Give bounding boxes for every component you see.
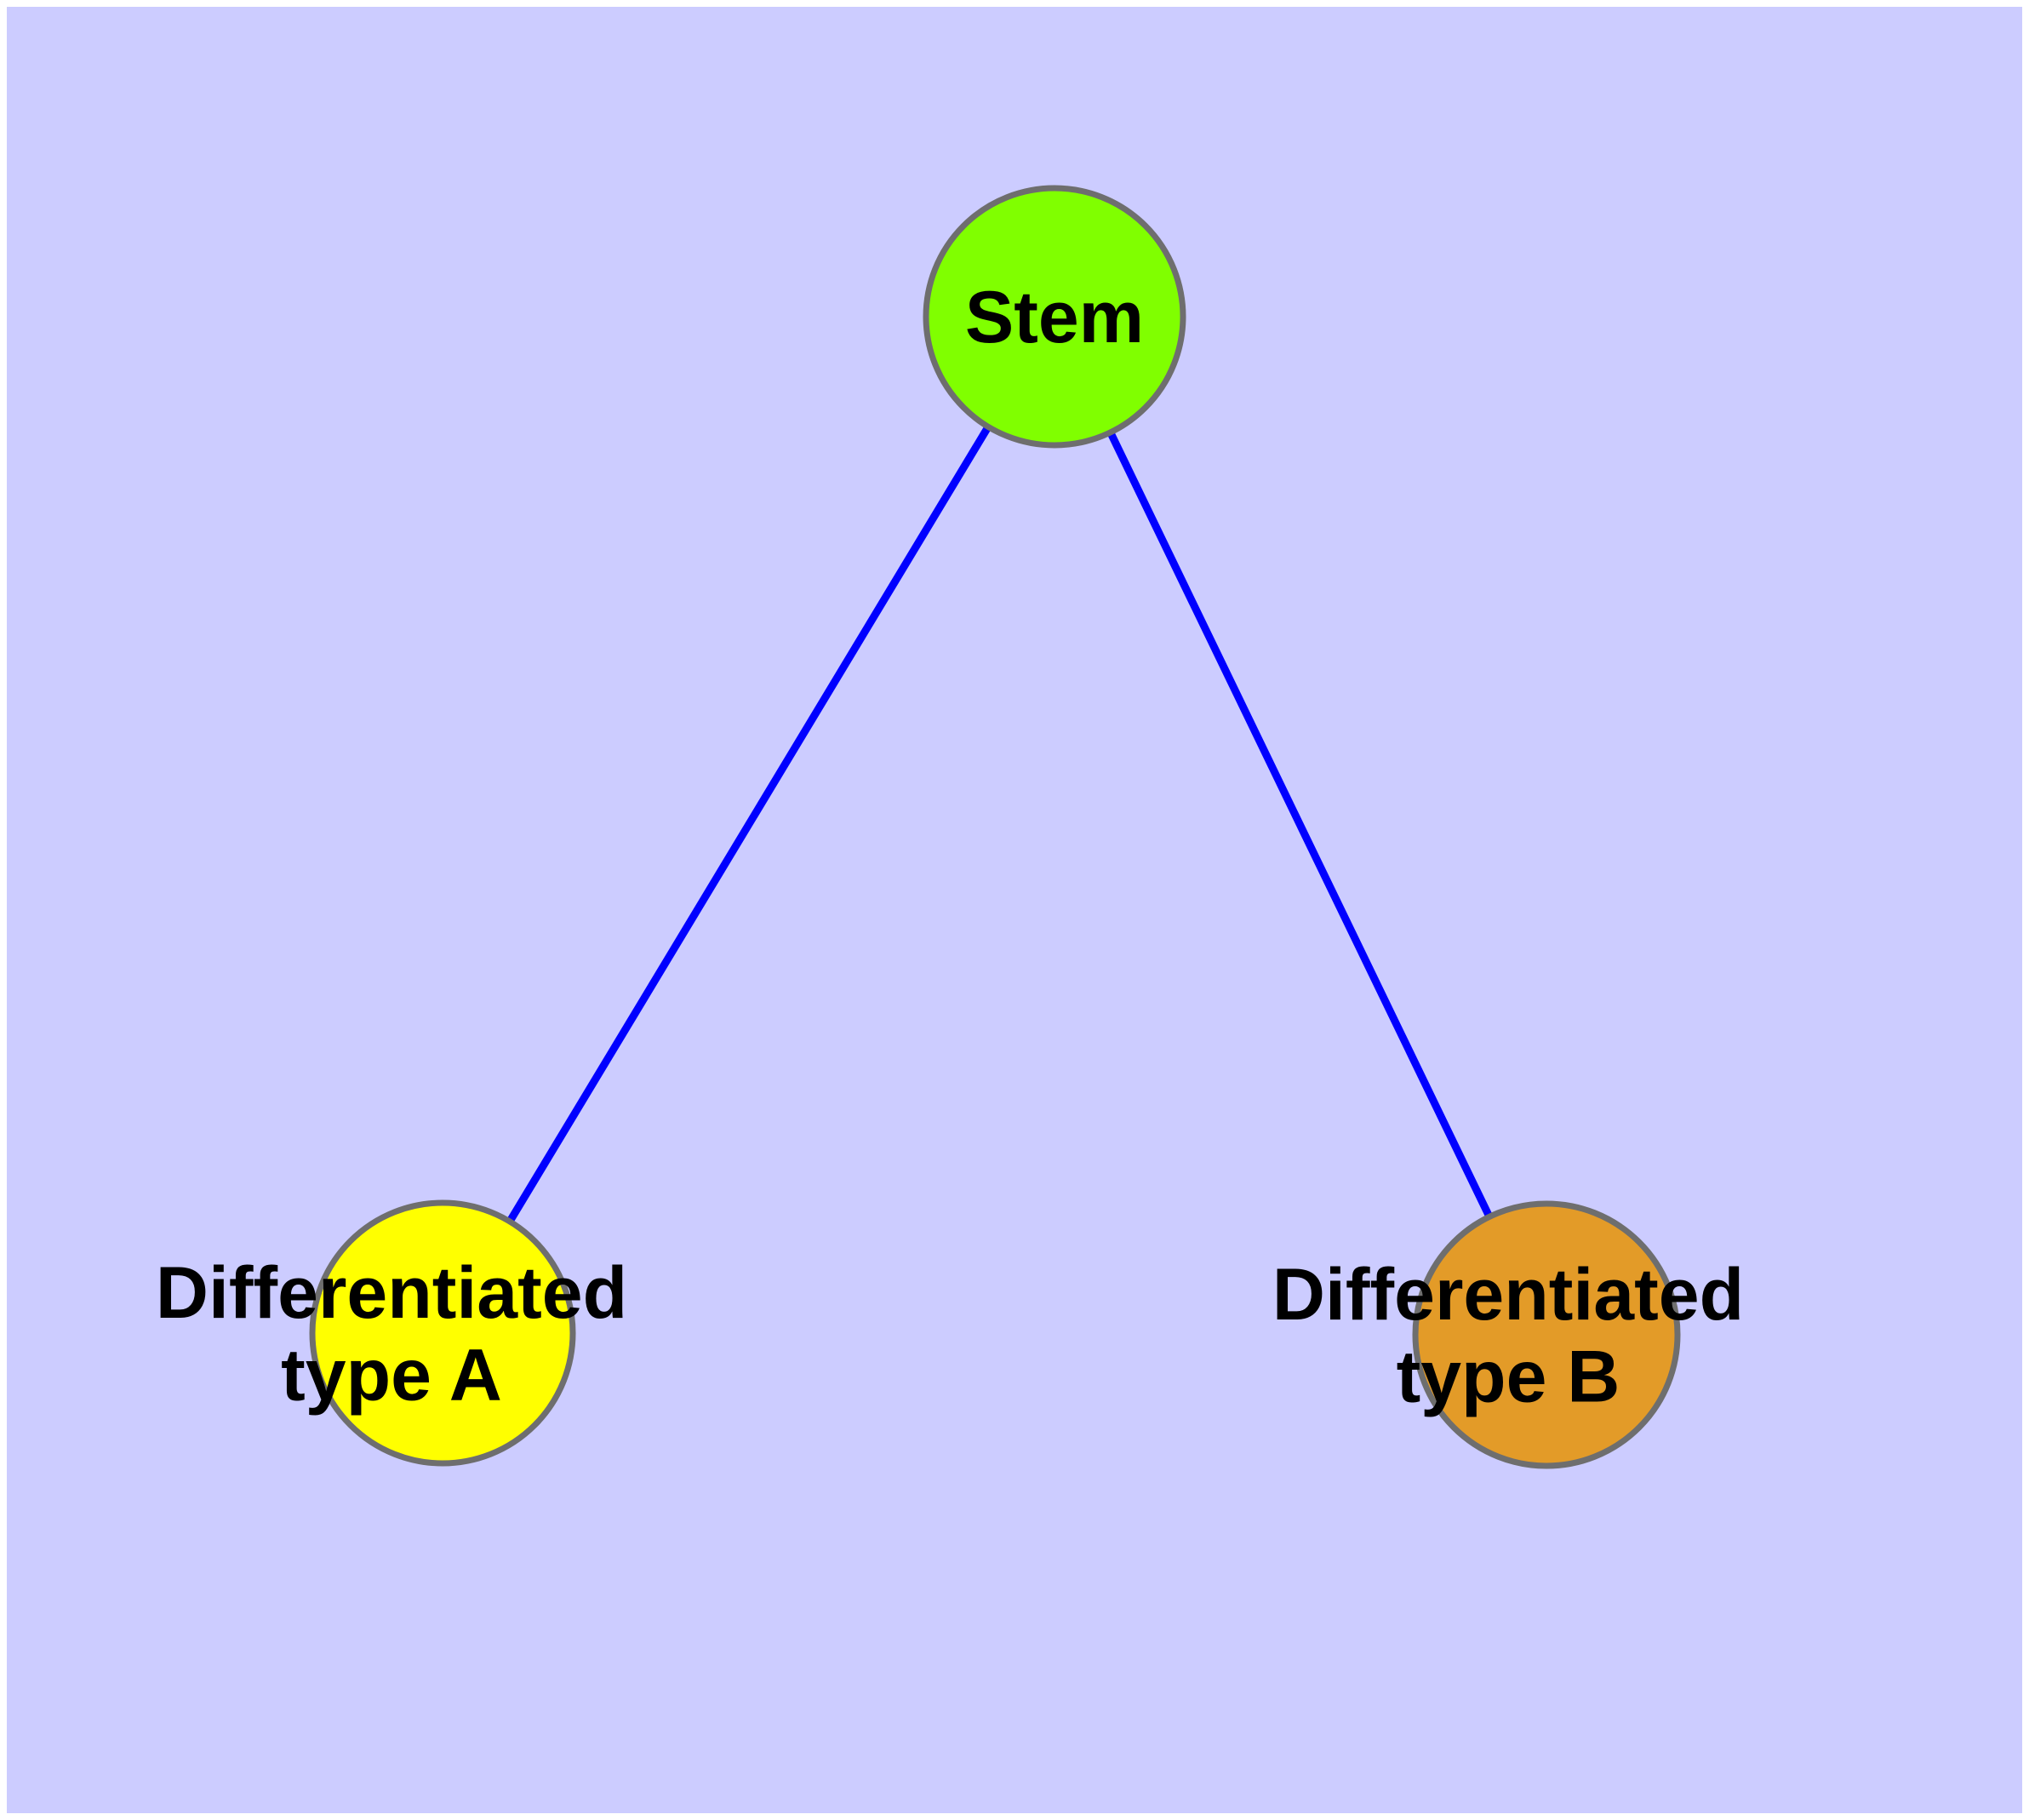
node-label-stem: Stem: [965, 277, 1144, 358]
node-circle-diff_b[interactable]: [1412, 1200, 1681, 1469]
node-label-line: type B: [1397, 1336, 1620, 1417]
node-label-line: Stem: [965, 277, 1144, 358]
node-label-line: type A: [281, 1334, 502, 1416]
edge-layer: [505, 421, 1495, 1227]
node-circle-stem[interactable]: [923, 185, 1186, 449]
graph-edge[interactable]: [1105, 427, 1495, 1222]
node-label-line: Differentiated: [1272, 1254, 1744, 1336]
node-circle-diff_a[interactable]: [309, 1199, 576, 1467]
node-label-line: Differentiated: [156, 1252, 627, 1334]
graph-edge[interactable]: [505, 421, 994, 1227]
graph-node-stem[interactable]: Stem: [923, 185, 1186, 449]
